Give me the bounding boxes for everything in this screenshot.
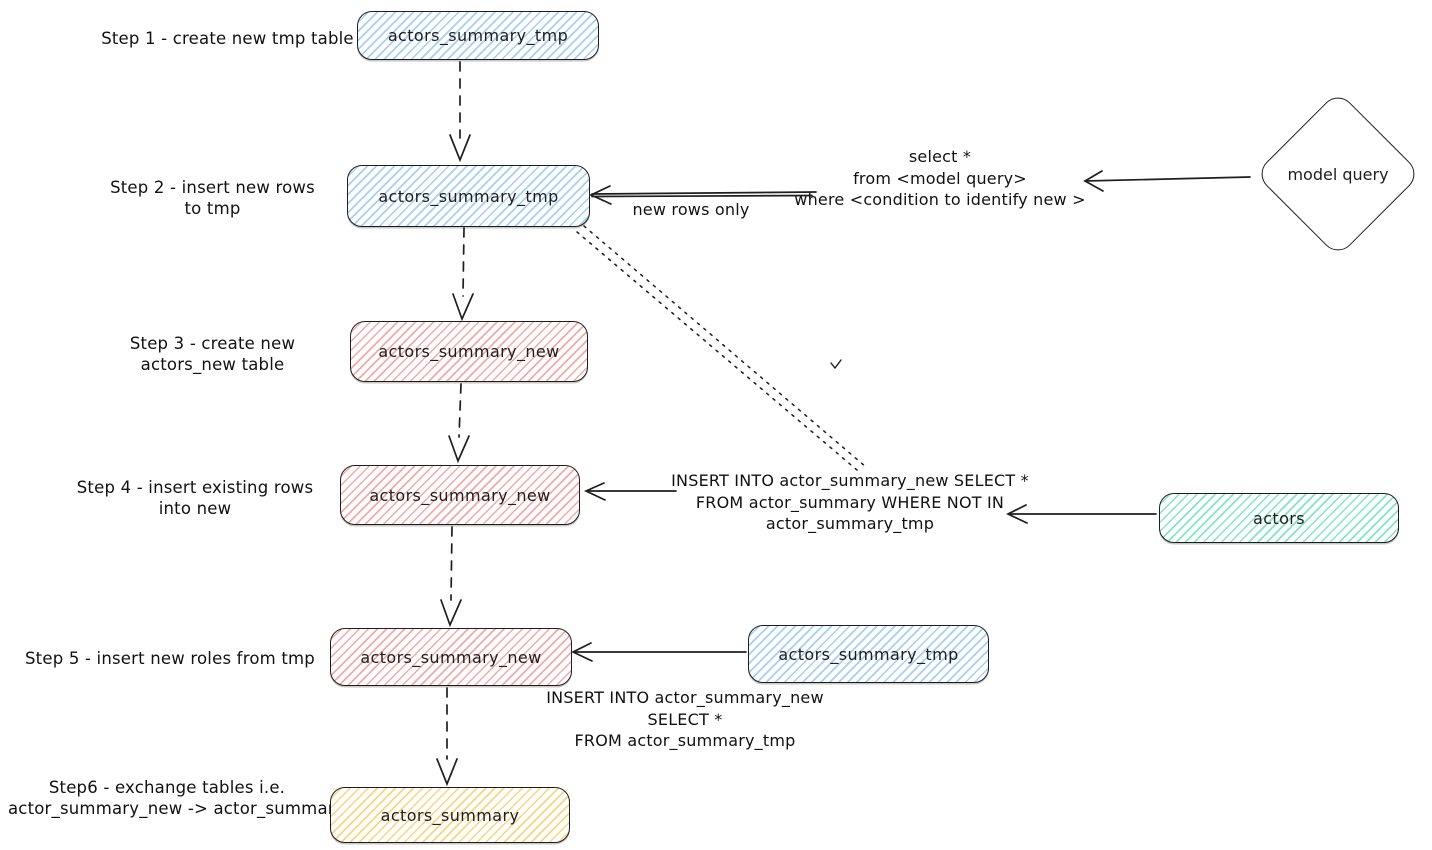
arrow-step5-to-step6 xyxy=(436,687,458,787)
insert-from-tmp-annotation: INSERT INTO actor_summary_new SELECT * F… xyxy=(535,687,835,752)
select-query-annotation: select * from <model query> where <condi… xyxy=(790,146,1090,211)
step-4-label-line: into new xyxy=(158,499,232,518)
stray-tick-mark xyxy=(830,359,842,370)
step-2-label: Step 2 - insert new rows to tmp xyxy=(100,177,325,219)
step-1-label-line: Step 1 - create new tmp table xyxy=(101,29,354,48)
arrow-step4-to-step5 xyxy=(440,526,462,628)
arrow-step2-to-step3 xyxy=(452,227,474,322)
insert-from-tmp-line: INSERT INTO actor_summary_new xyxy=(546,688,824,707)
node-label: actors_summary_new xyxy=(360,647,542,667)
step-2-label-line: Step 2 - insert new rows xyxy=(110,178,315,197)
step-6-label-line: Step6 - exchange tables i.e. xyxy=(48,778,286,797)
arrow-step3-to-step4 xyxy=(448,383,470,464)
node-step6-actors-summary: actors_summary xyxy=(330,787,570,843)
arrow-step1-to-step2 xyxy=(449,61,471,163)
arrow-model-query-to-select-text xyxy=(1083,170,1251,192)
insert-from-tmp-line: SELECT * xyxy=(647,709,723,729)
arrow-tmp-source-to-step5-box xyxy=(571,642,747,662)
step-3-label-line: Step 3 - create new xyxy=(129,334,296,353)
step-3-label: Step 3 - create new actors_new table xyxy=(110,333,315,375)
step-6-label: Step6 - exchange tables i.e. actor_summa… xyxy=(8,777,345,819)
select-query-line: where <condition to identify new > xyxy=(794,190,1086,209)
arrow-insert-text-to-step4-box xyxy=(583,482,677,501)
node-label: actors_summary_new xyxy=(369,485,551,505)
select-query-line: from <model query> xyxy=(853,168,1027,188)
step-5-label-line: Step 5 - insert new roles from tmp xyxy=(25,649,315,668)
step-4-label-line: Step 4 - insert existing rows xyxy=(76,478,314,497)
insert-existing-line: INSERT INTO actor_summary_new SELECT * xyxy=(671,471,1029,490)
node-label: actors_summary_tmp xyxy=(778,644,959,664)
insert-existing-line: FROM actor_summary WHERE NOT IN xyxy=(695,492,1005,512)
node-step4-actors-summary-new: actors_summary_new xyxy=(340,465,580,525)
step-4-label: Step 4 - insert existing rows into new xyxy=(75,477,315,519)
step-2-label-line: to tmp xyxy=(184,199,241,218)
node-actors: actors xyxy=(1159,493,1399,543)
node-model-query-diamond: model query xyxy=(1254,90,1422,258)
insert-from-tmp-line: FROM actor_summary_tmp xyxy=(574,731,796,750)
node-step2-actors-summary-tmp: actors_summary_tmp xyxy=(347,165,590,227)
node-step3-actors-summary-new: actors_summary_new xyxy=(350,321,588,382)
step-1-label: Step 1 - create new tmp table xyxy=(95,28,360,49)
node-label: actors xyxy=(1253,508,1305,528)
node-label: actors_summary_new xyxy=(378,342,560,361)
node-label: actors_summary xyxy=(380,805,520,825)
node-step1-actors-summary-tmp: actors_summary_tmp xyxy=(357,11,599,60)
insert-existing-annotation: INSERT INTO actor_summary_new SELECT * F… xyxy=(665,470,1035,535)
step-3-label-line: actors_new table xyxy=(140,355,285,374)
step-5-label: Step 5 - insert new roles from tmp xyxy=(25,648,315,669)
node-label: actors_summary_tmp xyxy=(387,26,569,45)
node-step5-actors-summary-new: actors_summary_new xyxy=(330,628,572,686)
node-label: model query xyxy=(1287,164,1389,184)
new-rows-only-annotation: new rows only xyxy=(632,200,750,219)
dotted-link-tmp-to-step4-query xyxy=(576,225,867,471)
node-actors-summary-tmp-source: actors_summary_tmp xyxy=(748,625,989,683)
insert-existing-line: actor_summary_tmp xyxy=(765,514,935,533)
step-6-label-line: actor_summary_new -> actor_summary xyxy=(8,799,345,818)
select-query-line: select * xyxy=(908,147,972,166)
node-label: actors_summary_tmp xyxy=(378,186,559,206)
